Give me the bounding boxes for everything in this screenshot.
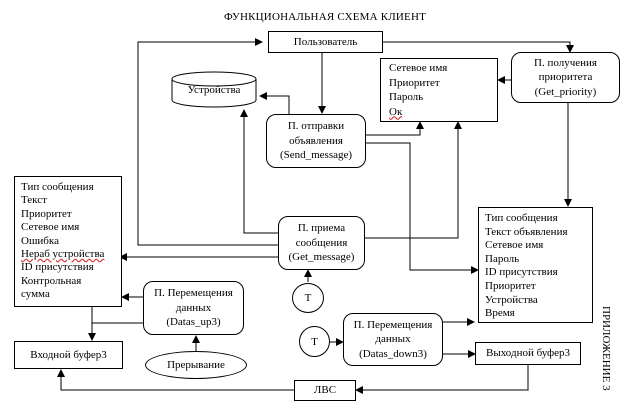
lan-label: ЛВС: [313, 384, 337, 397]
outgoing-field: Тип сообщения: [485, 212, 558, 224]
user-label: Пользователь: [293, 35, 358, 48]
incoming-field: ID присутствия: [21, 261, 94, 274]
devices-cylinder: [171, 71, 257, 108]
outgoing-field: Пароль: [485, 252, 520, 265]
incoming-field: Сетевое имя: [21, 221, 80, 234]
get-priority-line: П. получения: [534, 56, 597, 69]
get-message-line: сообщения: [295, 236, 348, 249]
incoming-field: Нераб устройства: [21, 248, 105, 261]
outgoing-field: Текст объявления: [485, 225, 568, 238]
timer-1-label: Т: [304, 292, 312, 304]
send-message-box: П. отправки объявления (Send_message): [266, 114, 366, 168]
edge-getmsg-to-user: [137, 38, 278, 246]
edge-sendmsg-to-credentials: [366, 121, 424, 136]
datas-up-line: (Datas_up3): [166, 316, 221, 329]
datas-up-line: П. Перемещения: [154, 287, 233, 300]
send-message-line: объявления: [289, 134, 343, 147]
timer-2-label: Т: [311, 335, 318, 348]
get-priority-line: (Get_priority): [534, 85, 597, 98]
interrupt-ellipse: Прерывание: [145, 351, 247, 379]
get-message-line: (Get_message): [288, 251, 355, 264]
incoming-field: Контрольная: [21, 274, 82, 287]
get-message-box: П. приема сообщения (Get_message): [278, 216, 365, 270]
credentials-box: Сетевое имя Приоритет Пароль Ок: [380, 58, 498, 122]
datas-down-box: П. Перемещения данных (Datas_down3): [343, 313, 443, 366]
outgoing-field: Приоритет: [485, 279, 536, 292]
outgoing-field: Сетевое имя: [485, 239, 544, 252]
outgoing-field: Время: [485, 307, 515, 320]
interrupt-label: Прерывание: [167, 359, 225, 371]
output-buffer-box: Выходной буфер3: [475, 342, 581, 365]
incoming-field: Тип сообщения: [21, 181, 94, 193]
credentials-line: Приоритет: [389, 76, 440, 89]
timer-1-circle: Т: [292, 283, 324, 313]
appendix-label: ПРИЛОЖЕНИЕ 3: [600, 306, 612, 391]
credentials-line: Пароль: [389, 91, 424, 103]
datas-down-line: данных: [375, 333, 411, 346]
input-buffer-box: Входной буфер3: [14, 341, 123, 369]
lan-box: ЛВС: [294, 380, 356, 401]
outgoing-field: ID присутствия: [485, 266, 558, 279]
incoming-field: Текст: [21, 194, 47, 207]
send-message-line: П. отправки: [287, 120, 345, 133]
incoming-field: Ошибка: [21, 234, 59, 247]
datas-up-box: П. Перемещения данных (Datas_up3): [143, 281, 244, 335]
send-message-line: (Send_message): [279, 149, 353, 162]
edge-getmsg-to-devices: [240, 109, 278, 234]
outgoing-field: Устройства: [485, 293, 538, 306]
datas-up-line: данных: [175, 301, 212, 314]
devices-label: Устройства: [187, 84, 241, 96]
get-priority-line: приоритета: [538, 71, 593, 84]
get-message-line: П. приема: [297, 222, 346, 235]
credentials-line: Ок: [389, 105, 403, 118]
get-priority-box: П. получения приоритета (Get_priority): [511, 52, 620, 103]
input-buffer-label: Входной буфер3: [30, 348, 107, 361]
user-box: Пользователь: [268, 31, 383, 53]
outgoing-fields-box: Тип сообщения Текст объявления Сетевое и…: [478, 207, 593, 323]
incoming-fields-box: Тип сообщения Текст Приоритет Сетевое им…: [14, 176, 122, 307]
edge-lan-to-inputbuf: [57, 369, 294, 391]
timer-2-circle: Т: [299, 326, 330, 357]
incoming-field: сумма: [21, 288, 50, 301]
datas-down-line: (Datas_down3): [359, 347, 427, 360]
edge-outputbuf-to-lan: [355, 365, 529, 394]
edge-getmsg-to-credentials: [365, 121, 462, 239]
datas-down-line: П. Перемещения: [353, 318, 433, 331]
edge-user-to-getpriority: [383, 41, 574, 53]
credentials-line: Сетевое имя: [389, 62, 448, 74]
diagram-title: ФУНКЦИОНАЛЬНАЯ СХЕМА КЛИЕНТ: [223, 11, 427, 23]
output-buffer-label: Выходной буфер3: [485, 347, 571, 360]
incoming-field: Приоритет: [21, 207, 72, 220]
edge-sendmsg-to-outgoing: [366, 142, 479, 274]
